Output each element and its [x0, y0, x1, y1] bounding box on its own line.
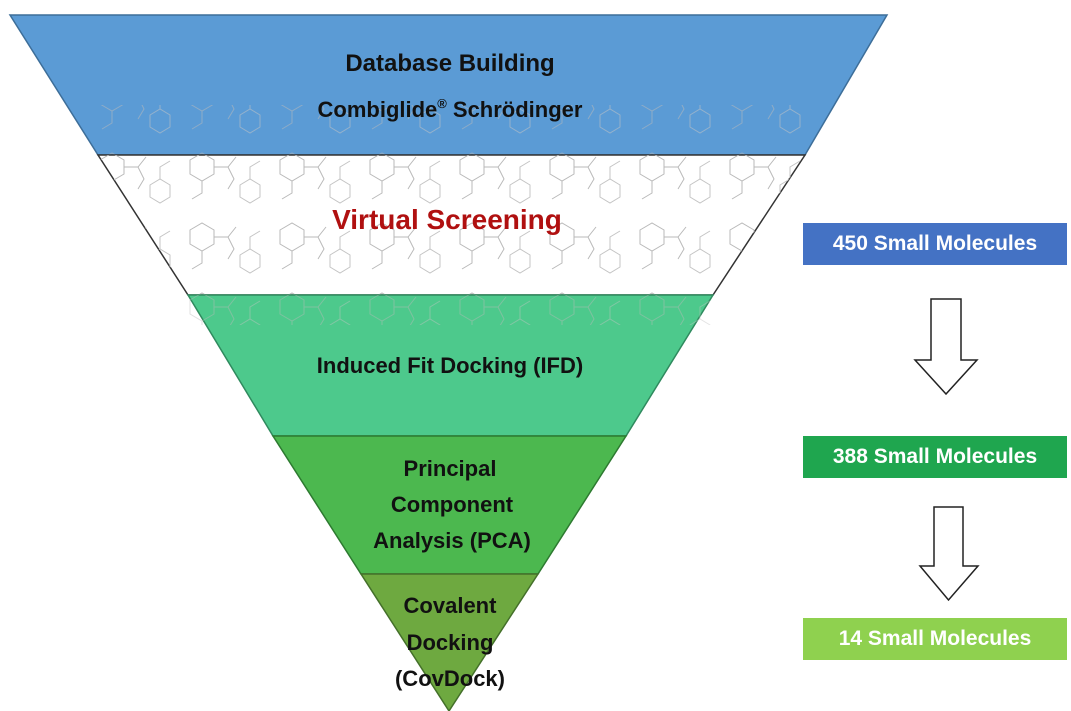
stage-covdock-line-1: Covalent	[404, 593, 498, 618]
down-arrow-icon	[913, 298, 979, 396]
count-badge-388-label: 388 Small Molecules	[832, 445, 1038, 468]
stage-pca-line-1: Principal	[404, 456, 497, 481]
stage-induced-fit-docking-title: Induced Fit Docking (IFD)	[317, 353, 583, 378]
molecule-overlay-middle	[98, 155, 805, 295]
count-badge-450-label: 450 Small Molecules	[832, 232, 1038, 255]
count-badge-14-label: 14 Small Molecules	[838, 627, 1032, 650]
stage-covdock-line-2: Docking	[407, 630, 494, 655]
stage-pca-line-2: Component	[391, 492, 514, 517]
stage-virtual-screening-title: Virtual Screening	[332, 204, 562, 235]
stage-database-building-title: Database Building	[345, 50, 554, 77]
down-arrow-icon	[918, 506, 980, 602]
stage-pca-line-3: Analysis (PCA)	[373, 528, 531, 553]
stage-covdock-line-3: (CovDock)	[395, 666, 505, 691]
count-badge-450: 450 Small Molecules	[803, 223, 1067, 265]
molecule-overlay-lower	[188, 295, 713, 325]
stage-covalent-docking-band	[359, 573, 540, 711]
stage-database-building-subtitle: Combiglide®Schrödinger	[318, 96, 583, 122]
count-badge-388: 388 Small Molecules	[803, 436, 1067, 478]
count-badge-14: 14 Small Molecules	[803, 618, 1067, 660]
molecule-overlay-top	[98, 105, 805, 155]
